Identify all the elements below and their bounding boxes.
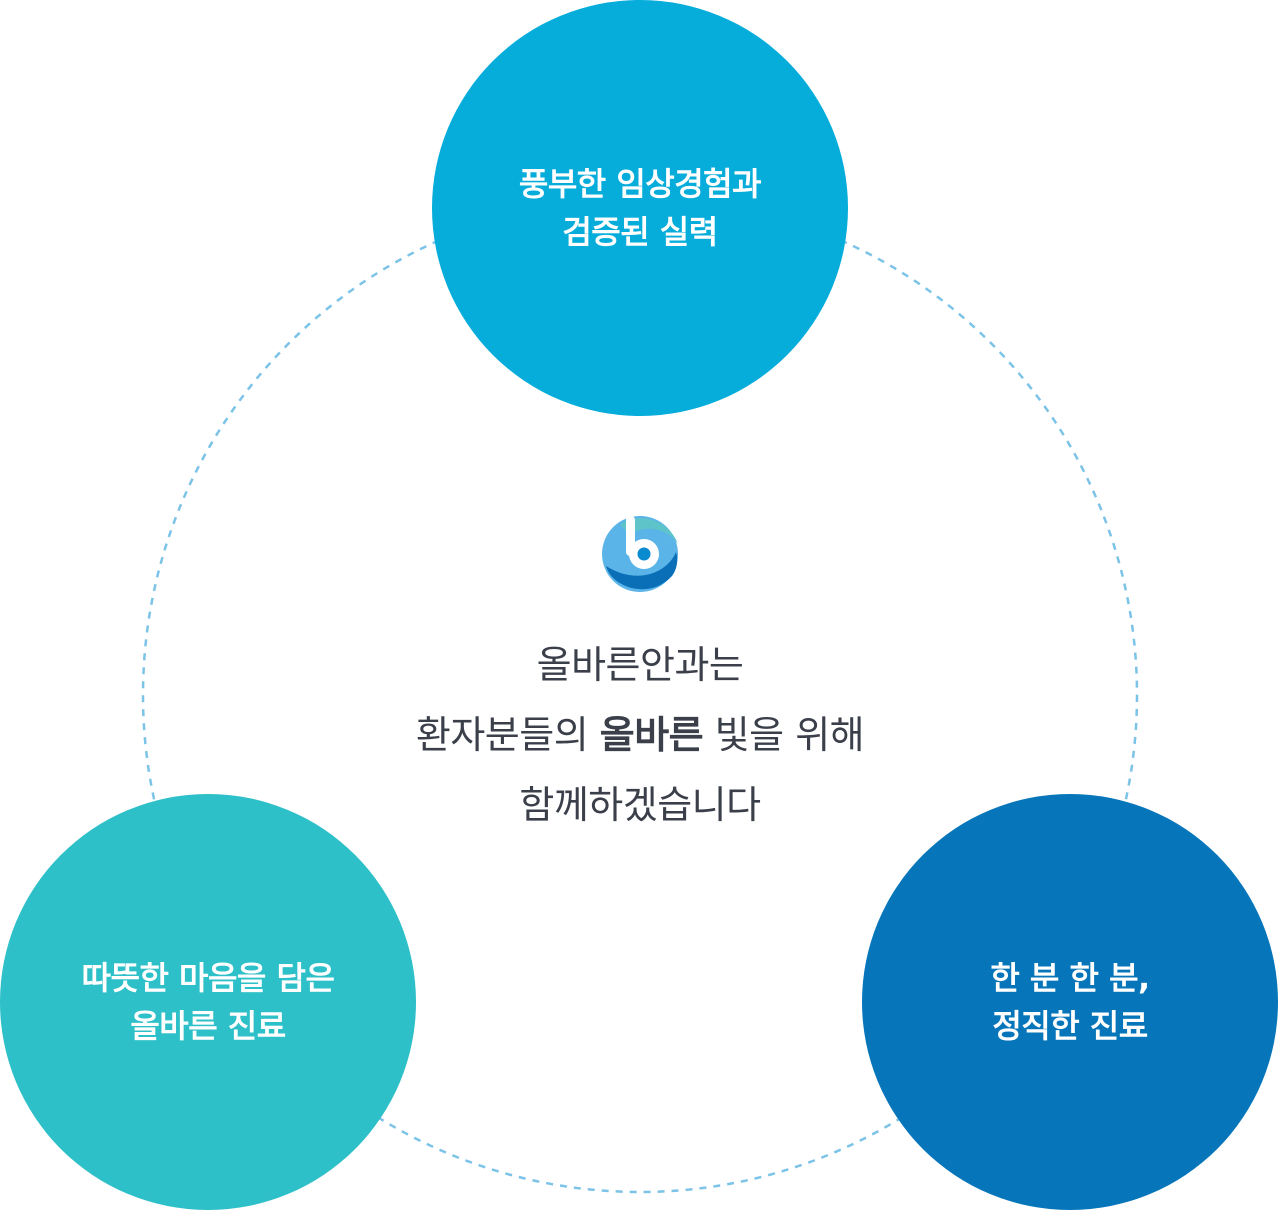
center-line-1: 올바른안과는 — [536, 643, 744, 687]
center-line-2-emphasis: 올바른 — [599, 713, 704, 757]
center-message: 올바른안과는 환자분들의 올바른 빛을 위해 함께하겠습니다 — [240, 510, 1040, 840]
circle-label-line: 풍부한 임상경험과 — [518, 165, 762, 203]
circle-label-line: 올바른 진료 — [130, 1007, 286, 1045]
center-line-2-end: 빛을 위해 — [703, 713, 865, 757]
circle-label-line: 따뜻한 마음을 담은 — [81, 959, 335, 997]
value-circle-honest-care: 한 분 한 분, 정직한 진료 — [862, 794, 1278, 1210]
value-circle-warm-care: 따뜻한 마음을 담은 올바른 진료 — [0, 794, 416, 1210]
circle-label-line: 검증된 실력 — [562, 213, 718, 251]
center-line-3: 함께하겠습니다 — [519, 783, 761, 827]
center-line-2: 환자분들의 올바른 빛을 위해 — [240, 700, 1040, 770]
center-text: 올바른안과는 환자분들의 올바른 빛을 위해 함께하겠습니다 — [240, 630, 1040, 840]
circle-label-line: 정직한 진료 — [992, 1007, 1148, 1045]
b-eye-logo-icon — [602, 516, 678, 592]
value-circle-experience: 풍부한 임상경험과 검증된 실력 — [432, 0, 848, 416]
center-line-2-start: 환자분들의 — [415, 713, 600, 757]
circle-label-line: 한 분 한 분, — [990, 959, 1150, 997]
